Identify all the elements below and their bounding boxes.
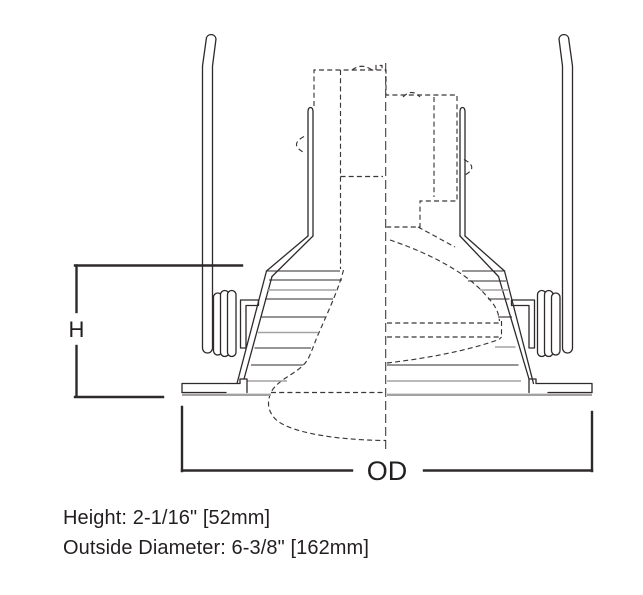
lamp-hidden-outline: [267, 226, 503, 442]
baffle-cone: [236, 270, 535, 385]
flange-right: [528, 378, 593, 394]
od-dimension: OD: [180, 405, 594, 486]
housing-hidden-outline: [295, 64, 473, 269]
spring-clip-right: [558, 33, 574, 354]
spring-tab-right-icon: [463, 158, 473, 177]
screw-bump-icon: [351, 65, 373, 71]
spec-text-block: Height: 2-1/16" [52mm] Outside Diameter:…: [63, 503, 369, 563]
torsion-spring-left: [212, 289, 237, 358]
torsion-spring-right: [536, 289, 561, 358]
outside-diameter-spec-line: Outside Diameter: 6-3/8" [162mm]: [63, 537, 369, 559]
height-dimension: H: [69, 264, 244, 399]
flange-left: [181, 378, 248, 394]
height-spec-line: Height: 2-1/16" [52mm]: [63, 507, 271, 529]
spring-bracket-left: [239, 299, 260, 349]
spring-tab-left-icon: [295, 135, 305, 154]
trim-neck: [265, 106, 506, 278]
height-dimension-label: H: [69, 317, 85, 342]
od-dimension-label: OD: [367, 456, 408, 486]
spring-clip-left: [201, 33, 217, 354]
screw-bump-icon: [402, 91, 421, 98]
